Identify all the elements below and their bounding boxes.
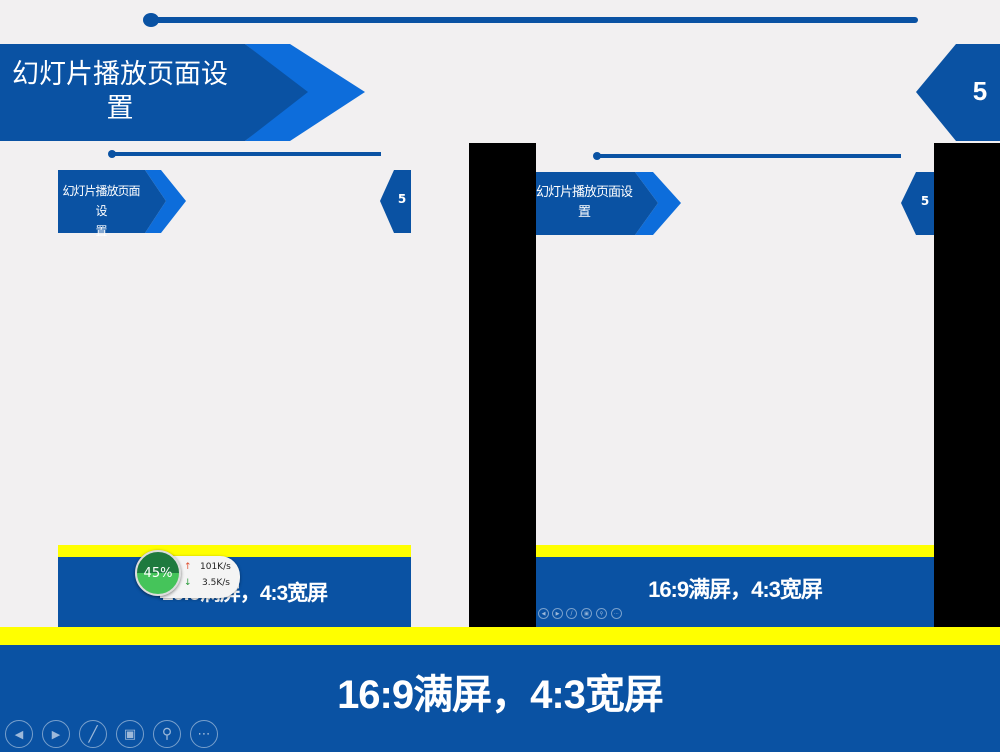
letterbox-left (469, 143, 536, 627)
thumb2-next-icon[interactable]: ▶ (552, 608, 563, 619)
title-banner-shape (0, 44, 365, 141)
download-arrow-icon: ↓ (184, 578, 192, 588)
thumb2-pen-icon[interactable]: / (566, 608, 577, 619)
thumb2-zoom-icon[interactable]: ⚲ (596, 608, 607, 619)
thumb2-title: 幻灯片播放页面设 置 (536, 183, 633, 223)
thumb2-slides-icon[interactable]: ▣ (581, 608, 592, 619)
thumb1-page-number: 5 (397, 192, 407, 206)
page-number-badge-shape (916, 44, 1000, 141)
thumb2-page-number: 5 (920, 194, 930, 208)
memory-usage-ball[interactable]: 45% (135, 550, 181, 596)
thumb1-yellow-band (58, 545, 411, 557)
title-line1: 幻灯片播放页面设 (12, 59, 228, 90)
thumb1-title: 幻灯片播放页面设 置 (58, 181, 144, 241)
thumb2-line (597, 154, 901, 158)
slide-title: 幻灯片播放页面设 置 (0, 58, 240, 126)
pen-icon[interactable]: ╱ (79, 720, 107, 748)
memory-percent: 45% (143, 565, 173, 581)
thumb2-title-line1: 幻灯片播放页面设 (536, 185, 633, 200)
slide-caption: 16:9满屏，4:3宽屏 (0, 645, 1000, 752)
thumb2-yellow-band (536, 545, 934, 557)
thumb2-badge-shape (901, 172, 934, 235)
thumb2-caption: 16:9满屏，4:3宽屏 (536, 557, 934, 627)
thumb2-title-line2: 置 (577, 205, 591, 220)
thumb2-more-icon[interactable]: ⋯ (611, 608, 622, 619)
thumb1-badge-shape (380, 170, 411, 233)
letterbox-right (934, 143, 1000, 627)
previous-icon[interactable]: ◀ (5, 720, 33, 748)
zoom-icon[interactable]: ⚲ (153, 720, 181, 748)
top-line (150, 17, 918, 23)
thumb2-banner-shape (536, 172, 681, 235)
thumb1-title-line2: 置 (95, 224, 107, 238)
next-icon[interactable]: ▶ (42, 720, 70, 748)
upload-arrow-icon: ↑ (184, 562, 192, 572)
thumb1-line (112, 152, 381, 156)
download-speed: 3.5K/s (202, 578, 230, 588)
upload-speed: 101K/s (200, 562, 231, 572)
page-number: 5 (972, 76, 988, 106)
bottom-yellow-band (0, 627, 1000, 645)
thumb2-previous-icon[interactable]: ◀ (538, 608, 549, 619)
title-line2: 置 (106, 93, 134, 124)
more-icon[interactable]: ⋯ (190, 720, 218, 748)
thumb1-banner-shape (58, 170, 186, 233)
slides-icon[interactable]: ▣ (116, 720, 144, 748)
thumb1-title-line1: 幻灯片播放页面设 (62, 184, 140, 218)
